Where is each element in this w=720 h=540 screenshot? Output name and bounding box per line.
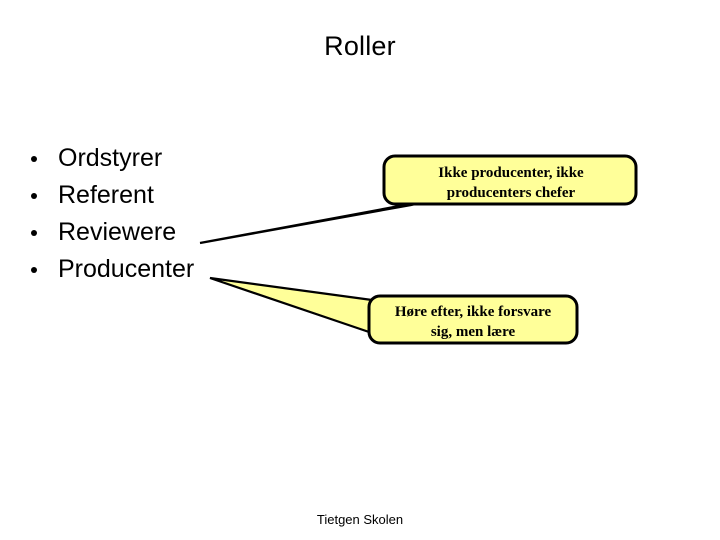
callout-1-tail [199, 197, 438, 245]
list-item-label: Ordstyrer [58, 144, 163, 172]
callout-1-text: Ikke producenter, ikke producenters chef… [392, 163, 630, 203]
list-item: Referent [22, 177, 352, 214]
callout-1-line-2: producenters chefer [446, 185, 576, 201]
list-item: Ordstyrer [22, 140, 352, 177]
callout-1-body [382, 154, 638, 206]
callout-2-line-1: Høre efter, ikke forsvare [394, 304, 552, 320]
slide-footer: Tietgen Skolen [316, 512, 404, 527]
page-title: Roller [324, 31, 396, 61]
bullet-dot-icon [31, 230, 37, 236]
list-item-label: Referent [58, 181, 154, 209]
list-item: Reviewere [22, 214, 352, 251]
roles-bullet-list: Ordstyrer Referent Reviewere Producenter [22, 140, 352, 288]
list-item-label: Producenter [58, 255, 195, 283]
callout-2-tail [209, 276, 374, 335]
bullet-dot-icon [31, 267, 37, 273]
list-item-label: Reviewere [58, 218, 177, 246]
callout-2-line-2: sig, men lære [430, 324, 516, 340]
callout-2-text: Høre efter, ikke forsvare sig, men lære [377, 302, 569, 342]
list-item: Producenter [22, 251, 352, 288]
bullet-dot-icon [31, 156, 37, 162]
callout-1-line-1: Ikke producenter, ikke [438, 165, 584, 181]
callout-2-body [367, 294, 579, 345]
bullet-dot-icon [31, 193, 37, 199]
